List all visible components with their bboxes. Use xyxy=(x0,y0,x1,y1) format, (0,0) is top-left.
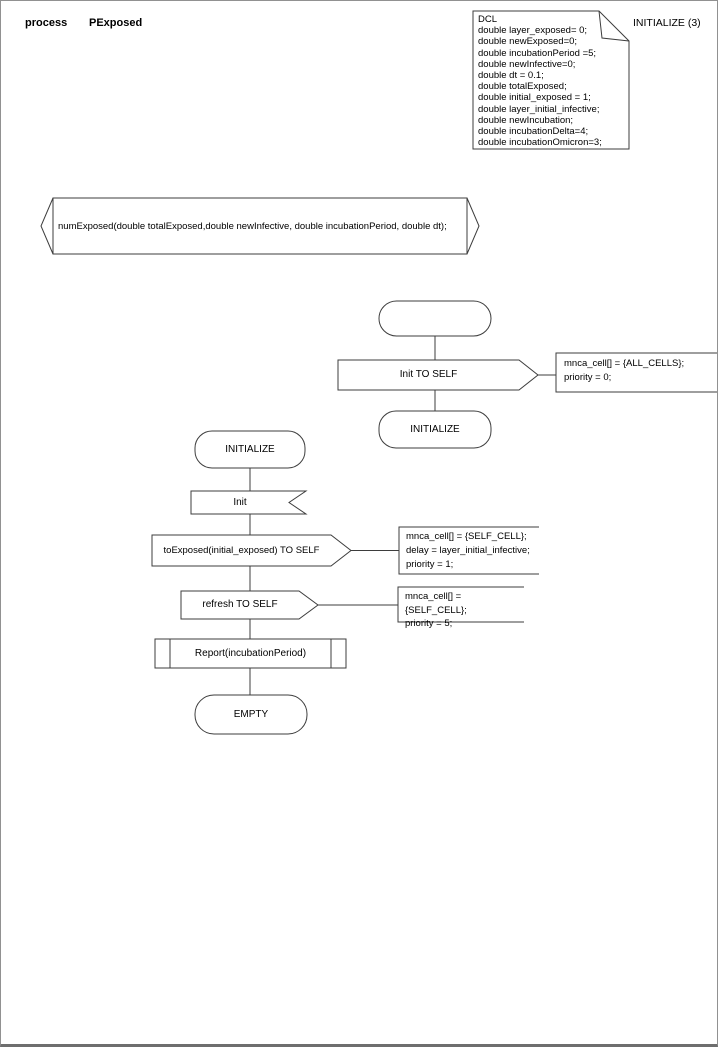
state-symbol-empty[interactable] xyxy=(195,695,307,734)
dcl-text: DCL double layer_exposed= 0; double newE… xyxy=(478,14,602,149)
declaration-text: numExposed(double totalExposed,double ne… xyxy=(58,220,447,232)
start-symbol[interactable] xyxy=(379,301,491,336)
output-symbol-init[interactable] xyxy=(338,360,538,390)
procedure-report-label: Report(incubationPeriod) xyxy=(194,647,307,659)
process-name: PExposed xyxy=(89,17,143,29)
output-refresh-label: refresh TO SELF xyxy=(202,599,278,610)
page-ref-label: INITIALIZE (3) xyxy=(633,17,701,29)
declaration-left-bracket-icon xyxy=(41,198,53,254)
output-toexposed-label: toExposed(initial_exposed) TO SELF xyxy=(163,544,320,556)
comment-init-text: mnca_cell[] = {ALL_CELLS}; priority = 0; xyxy=(564,358,685,383)
declaration-right-bracket-icon xyxy=(467,198,479,254)
output-symbol-refresh[interactable] xyxy=(181,591,318,619)
state-symbol-initialize-right[interactable] xyxy=(379,411,491,448)
comment-refresh-text: mnca_cell[] = {SELF_CELL}; priority = 5; xyxy=(405,591,467,629)
state-empty-label: EMPTY xyxy=(233,708,269,720)
output-init-label: Init TO SELF xyxy=(399,369,458,380)
state-initialize-right-label: INITIALIZE xyxy=(410,423,460,435)
input-init-label: Init xyxy=(233,496,247,508)
comment-symbol-init[interactable] xyxy=(556,353,717,392)
output-symbol-toexposed[interactable] xyxy=(152,535,351,566)
state-initialize-left-label: INITIALIZE xyxy=(225,443,275,455)
dcl-note-symbol[interactable] xyxy=(473,11,629,149)
input-symbol-init[interactable] xyxy=(191,491,306,514)
declaration-symbol[interactable] xyxy=(53,198,467,254)
process-kind-label: process xyxy=(25,17,68,29)
dcl-note-fold-icon xyxy=(599,11,629,41)
comment-toexposed-text: mnca_cell[] = {SELF_CELL}; delay = layer… xyxy=(406,531,530,570)
comment-symbol-refresh[interactable] xyxy=(398,587,524,622)
comment-symbol-toexposed[interactable] xyxy=(399,527,539,574)
